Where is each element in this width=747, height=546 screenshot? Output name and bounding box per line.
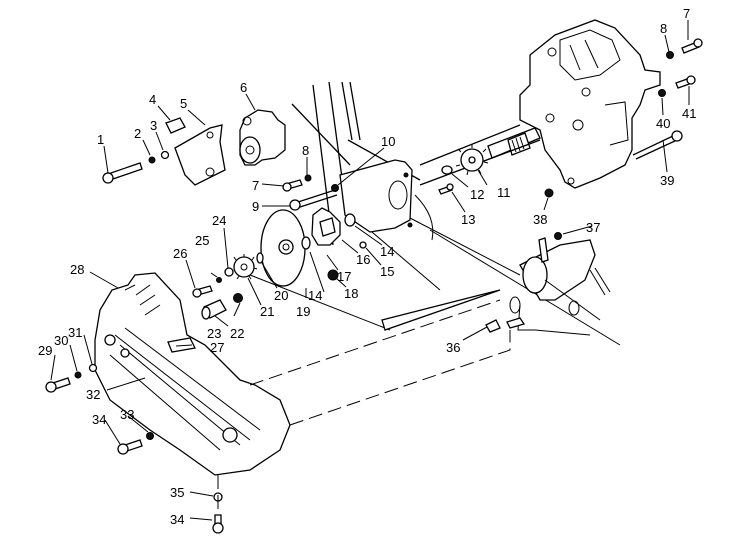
rear-brake-bracket [509, 237, 611, 336]
bearing-14-upper [344, 213, 356, 227]
callout-30: 30 [54, 333, 68, 348]
callout-21: 21 [260, 304, 274, 319]
callout-23: 23 [207, 326, 221, 341]
gearcase-housing [519, 19, 661, 189]
assembly-line-lower [289, 330, 511, 426]
bolt-34-lower [212, 514, 224, 534]
bracket-5 [174, 124, 226, 186]
bolt-1 [102, 162, 143, 184]
callout-11: 11 [497, 185, 511, 200]
nut-22 [233, 293, 243, 303]
brake-lever-strip [381, 289, 501, 331]
callout-28: 28 [70, 262, 84, 277]
callout-15: 15 [380, 264, 394, 279]
bolt-7-lower [282, 179, 303, 192]
washer-31 [88, 363, 98, 373]
callout-32: 32 [86, 387, 100, 402]
callout-12: 12 [470, 187, 484, 202]
callout-41: 41 [682, 106, 696, 121]
washer-30 [74, 371, 82, 379]
callout-20: 20 [274, 288, 288, 303]
callout-18: 18 [344, 286, 358, 301]
bearing-flange-17 [311, 207, 341, 246]
bolt-15 [359, 241, 367, 249]
sprocket-11 [455, 144, 489, 176]
callout-29: 29 [38, 343, 52, 358]
callout-labels: 1 2 3 4 5 6 7 7 8 8 9 10 11 12 13 14 14 … [38, 6, 696, 527]
callout-33: 33 [120, 407, 134, 422]
washer-2 [148, 156, 156, 164]
callout-40: 40 [656, 116, 670, 131]
nut-10 [331, 184, 339, 192]
shaft-line-upper [419, 124, 521, 166]
bolt-13 [438, 183, 454, 195]
callout-17: 17 [337, 269, 351, 284]
callout-25: 25 [195, 233, 209, 248]
washer-24 [224, 267, 234, 277]
bolt-29 [45, 377, 71, 393]
nut-40 [658, 89, 666, 97]
washer-8-upper [666, 51, 674, 59]
callout-34-lower: 34 [170, 512, 184, 527]
washer-12 [441, 165, 453, 175]
callout-8-lower: 8 [302, 143, 309, 158]
callout-10: 10 [381, 134, 395, 149]
bolt-7-upper [681, 38, 703, 54]
nut-38 [544, 188, 554, 198]
callout-36: 36 [446, 340, 460, 355]
bolt-9 [289, 189, 338, 211]
mounting-plate [339, 159, 434, 241]
callout-6: 6 [240, 80, 247, 95]
tab-bracket [506, 317, 526, 329]
callout-14-lower: 14 [308, 288, 322, 303]
nut-18 [327, 269, 339, 281]
callout-7-upper: 7 [683, 6, 690, 21]
starter-motor-6 [239, 109, 286, 166]
washer-33 [146, 432, 154, 440]
callout-2: 2 [134, 126, 141, 141]
bolt-41 [675, 75, 696, 89]
callout-7-lower: 7 [252, 178, 259, 193]
callout-39: 39 [660, 173, 674, 188]
callout-38: 38 [533, 212, 547, 227]
callout-16: 16 [356, 252, 370, 267]
spacer-20 [256, 252, 264, 264]
callout-13: 13 [461, 212, 475, 227]
callout-19: 19 [296, 304, 310, 319]
callout-35: 35 [170, 485, 184, 500]
callout-22: 22 [230, 326, 244, 341]
assembly-line-upper [249, 299, 501, 386]
washer-25 [216, 277, 222, 283]
callout-1: 1 [97, 132, 104, 147]
bolt-39 [632, 130, 683, 160]
callout-3: 3 [150, 118, 157, 133]
callout-26: 26 [173, 246, 187, 261]
callout-5: 5 [180, 96, 187, 111]
nut-37 [554, 232, 562, 240]
callout-14-upper: 14 [380, 244, 394, 259]
callout-27: 27 [210, 340, 224, 355]
callout-4: 4 [149, 92, 156, 107]
leader-lines [50, 20, 690, 521]
bearing-14-lower [301, 236, 311, 250]
drive-shaft [487, 127, 541, 159]
clip-36 [485, 319, 501, 333]
callout-37: 37 [586, 220, 600, 235]
washer-8-lower [304, 174, 312, 182]
washer-3 [160, 150, 170, 160]
callout-9: 9 [252, 199, 259, 214]
bolt-26 [192, 285, 213, 298]
callout-31: 31 [68, 325, 82, 340]
callout-24: 24 [212, 213, 226, 228]
callout-8-upper: 8 [660, 21, 667, 36]
callout-34-upper: 34 [92, 412, 106, 427]
brake-disc-19 [260, 209, 306, 287]
spacer-23 [201, 299, 227, 320]
sprocket-21 [233, 254, 258, 280]
label-decal-4 [165, 117, 186, 134]
bolt-34-upper [117, 439, 143, 455]
chaincase-cover-28 [94, 272, 291, 476]
